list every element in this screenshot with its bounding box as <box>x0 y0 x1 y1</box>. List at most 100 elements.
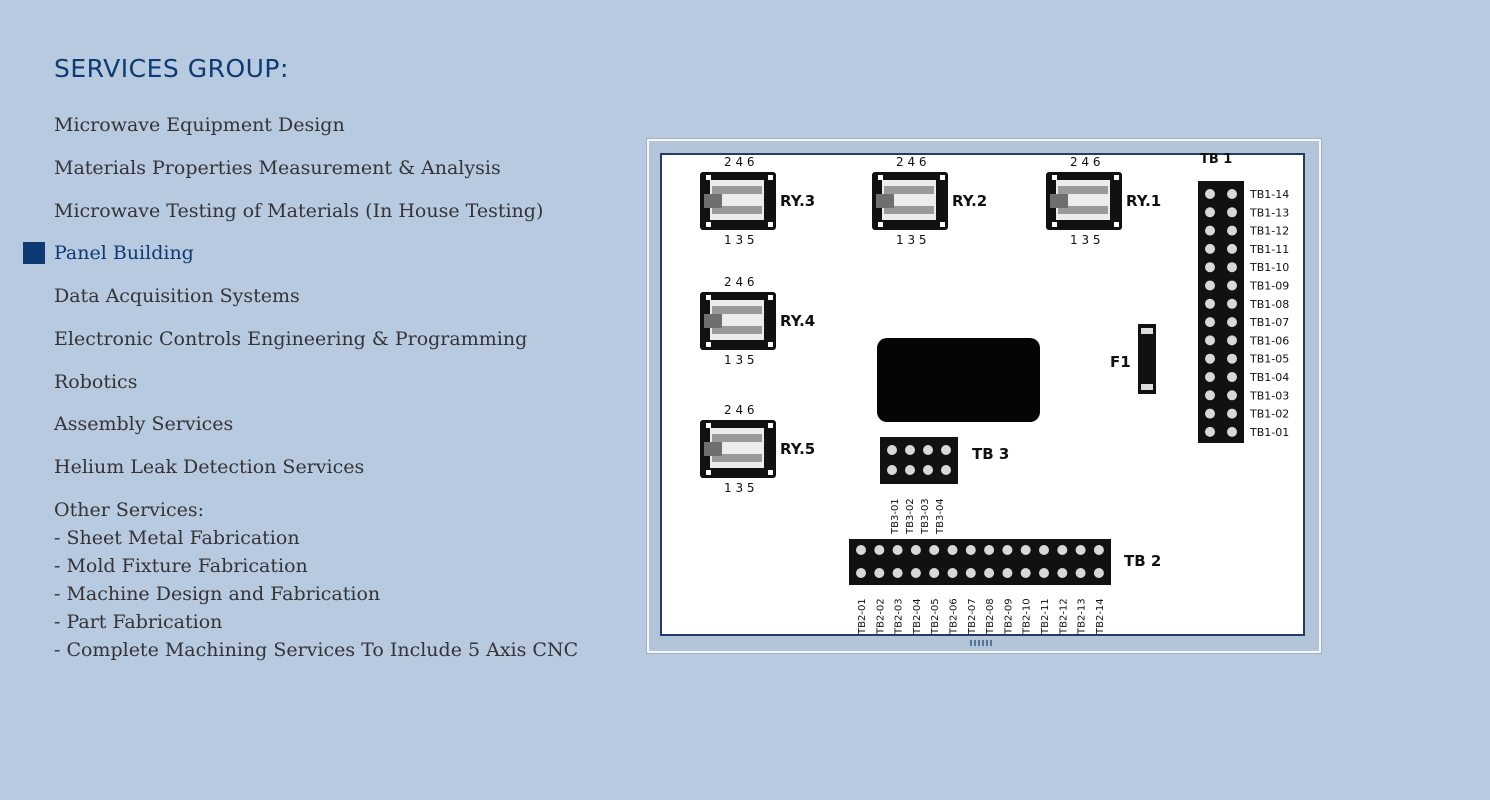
other-service-item: - Part Fabrication <box>54 611 223 633</box>
tb1-terminal-label: TB1-06 <box>1249 334 1289 347</box>
active-marker-icon <box>23 242 45 264</box>
tb3-terminal <box>887 465 897 475</box>
relay-pin <box>768 423 773 428</box>
relay-contact <box>712 306 762 314</box>
tb2-terminal <box>929 545 940 555</box>
other-services-title: Other Services: <box>54 499 205 521</box>
nav-panel-building[interactable]: Panel Building <box>23 238 194 268</box>
other-service-item: - Sheet Metal Fabrication <box>54 527 300 549</box>
relay-contact <box>712 434 762 442</box>
relay-pin <box>768 295 773 300</box>
nav-data-acquisition[interactable]: Data Acquisition Systems <box>54 285 300 307</box>
tb1-terminal <box>1227 243 1237 254</box>
relay-pin <box>1052 222 1057 227</box>
tb1-terminal-label: TB1-07 <box>1249 316 1289 329</box>
nav-assembly-services[interactable]: Assembly Services <box>54 413 234 435</box>
relay-contact <box>712 186 762 194</box>
tb3-terminal-label: TB3-04 <box>935 498 946 535</box>
tb1-terminal <box>1227 298 1237 309</box>
nav-microwave-equipment-design[interactable]: Microwave Equipment Design <box>54 114 345 136</box>
tb2-terminal <box>874 545 885 555</box>
other-service-item: - Machine Design and Fabrication <box>54 583 381 605</box>
relay-pin <box>1114 175 1119 180</box>
tb2-terminal <box>929 568 940 578</box>
tb3-terminal <box>923 445 933 455</box>
tb1-terminal <box>1205 426 1215 437</box>
tb1-body <box>1198 181 1244 443</box>
tb2-terminal-label: TB2-02 <box>875 598 886 635</box>
tb2-terminal <box>910 568 921 578</box>
tb2-terminal <box>1020 568 1031 578</box>
relay-coil <box>704 442 722 456</box>
relay-label: RY.2 <box>952 192 987 210</box>
tb3-title: TB 3 <box>972 445 1009 463</box>
resize-grip-icon[interactable] <box>970 640 992 646</box>
relay-bottom-pins: 1 3 5 <box>724 353 755 367</box>
tb2-terminal-label: TB2-14 <box>1095 598 1106 635</box>
relay-bottom-pins: 1 3 5 <box>1070 233 1101 247</box>
tb3-terminal <box>905 465 915 475</box>
relay-pin <box>768 342 773 347</box>
tb1-terminal <box>1205 317 1215 328</box>
nav-microwave-testing[interactable]: Microwave Testing of Materials (In House… <box>54 200 544 222</box>
tb2-title: TB 2 <box>1124 552 1161 570</box>
tb2-terminal <box>874 568 885 578</box>
tb1-terminal <box>1205 390 1215 401</box>
tb3-terminal <box>905 445 915 455</box>
nav-materials-properties[interactable]: Materials Properties Measurement & Analy… <box>54 157 501 179</box>
tb3-terminal <box>887 445 897 455</box>
tb2-terminal <box>1075 545 1086 555</box>
relay-pin <box>878 175 883 180</box>
fuse-body <box>1138 324 1156 394</box>
tb1-terminal-label: TB1-13 <box>1249 206 1289 219</box>
tb1-terminal-label: TB1-14 <box>1249 188 1289 201</box>
tb1-terminal <box>1205 408 1215 419</box>
tb1-terminal-label: TB1-11 <box>1249 243 1289 256</box>
relay-coil <box>704 314 722 328</box>
nav-electronic-controls[interactable]: Electronic Controls Engineering & Progra… <box>54 328 528 350</box>
relay-pin <box>940 175 945 180</box>
relay-contact <box>884 186 934 194</box>
tb2-terminal <box>1057 545 1068 555</box>
tb1-terminal-label: TB1-12 <box>1249 225 1289 238</box>
tb2-terminal-label: TB2-03 <box>894 598 905 635</box>
tb2-terminal-label: TB2-04 <box>912 598 923 635</box>
tb1-terminal-label: TB1-04 <box>1249 371 1289 384</box>
other-service-item: - Complete Machining Services To Include… <box>54 639 579 661</box>
other-services: Other Services: - Sheet Metal Fabricatio… <box>54 496 578 664</box>
relay-pin <box>706 175 711 180</box>
tb2-terminal-label: TB2-11 <box>1040 598 1051 635</box>
tb2-terminal <box>1002 568 1013 578</box>
tb1-terminal <box>1227 426 1237 437</box>
tb1-terminal <box>1227 372 1237 382</box>
nav-helium-leak[interactable]: Helium Leak Detection Services <box>54 456 365 478</box>
relay-contact <box>712 454 762 462</box>
nav-robotics[interactable]: Robotics <box>54 371 138 393</box>
tb1-terminal <box>1227 280 1237 291</box>
tb2-terminal-label: TB2-01 <box>857 598 868 635</box>
tb1-terminal <box>1205 335 1215 346</box>
tb3-terminal-label: TB3-02 <box>905 498 916 535</box>
relay-contact <box>1058 186 1108 194</box>
tb2-terminal <box>965 545 976 555</box>
relay-pin <box>1052 175 1057 180</box>
tb2-terminal-label: TB2-06 <box>949 598 960 635</box>
tb2-terminal <box>947 545 958 555</box>
tb3-terminal <box>941 465 951 475</box>
relay-contact <box>884 206 934 214</box>
tb1-terminal-label: TB1-10 <box>1249 261 1289 274</box>
relay-coil <box>704 194 722 208</box>
tb2-terminal <box>1093 545 1104 555</box>
relay-coil <box>1050 194 1068 208</box>
tb3-body <box>880 437 958 484</box>
tb1-terminal <box>1227 353 1237 364</box>
tb2-terminal-label: TB2-13 <box>1077 598 1088 635</box>
relay-top-pins: 2 4 6 <box>724 403 755 417</box>
tb1-terminal <box>1205 353 1215 364</box>
tb1-terminal-label: TB1-08 <box>1249 298 1289 311</box>
tb2-terminal <box>965 568 976 578</box>
tb1-terminal-label: TB1-05 <box>1249 353 1289 366</box>
tb1-title: TB 1 <box>1200 152 1232 167</box>
tb2-terminal <box>984 568 995 578</box>
